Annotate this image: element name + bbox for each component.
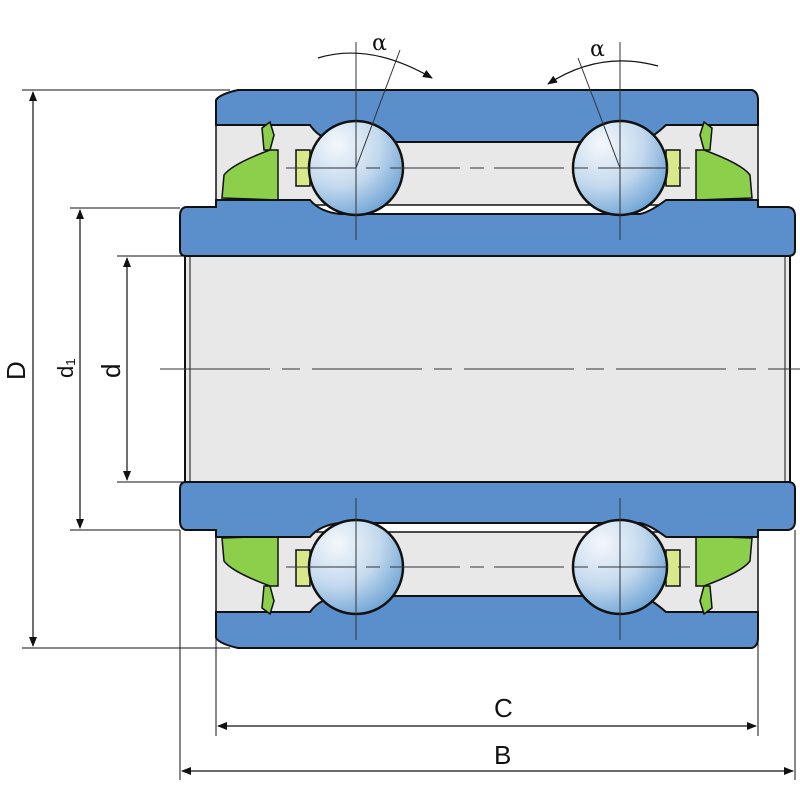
alpha-arc-right [547,60,659,85]
seal-bottom-left [221,535,279,616]
dimension-lines [29,91,794,775]
inner-ring-top [179,199,796,257]
alpha-arc-left [317,52,433,79]
label-C: C [494,693,513,723]
alpha-label-left: α [372,31,387,56]
seal-bottom-right [695,535,753,616]
seals [221,120,753,616]
alpha-label-right: α [590,37,605,62]
seal-top-left [221,120,279,201]
inner-ring-bottom [179,481,796,538]
center-lines [160,42,800,640]
label-d1: d₁ [53,358,78,378]
label-D: D [1,361,31,380]
seal-top-right [695,120,753,201]
extension-lines [22,89,796,780]
label-d: d [96,364,126,378]
label-B: B [494,740,511,770]
